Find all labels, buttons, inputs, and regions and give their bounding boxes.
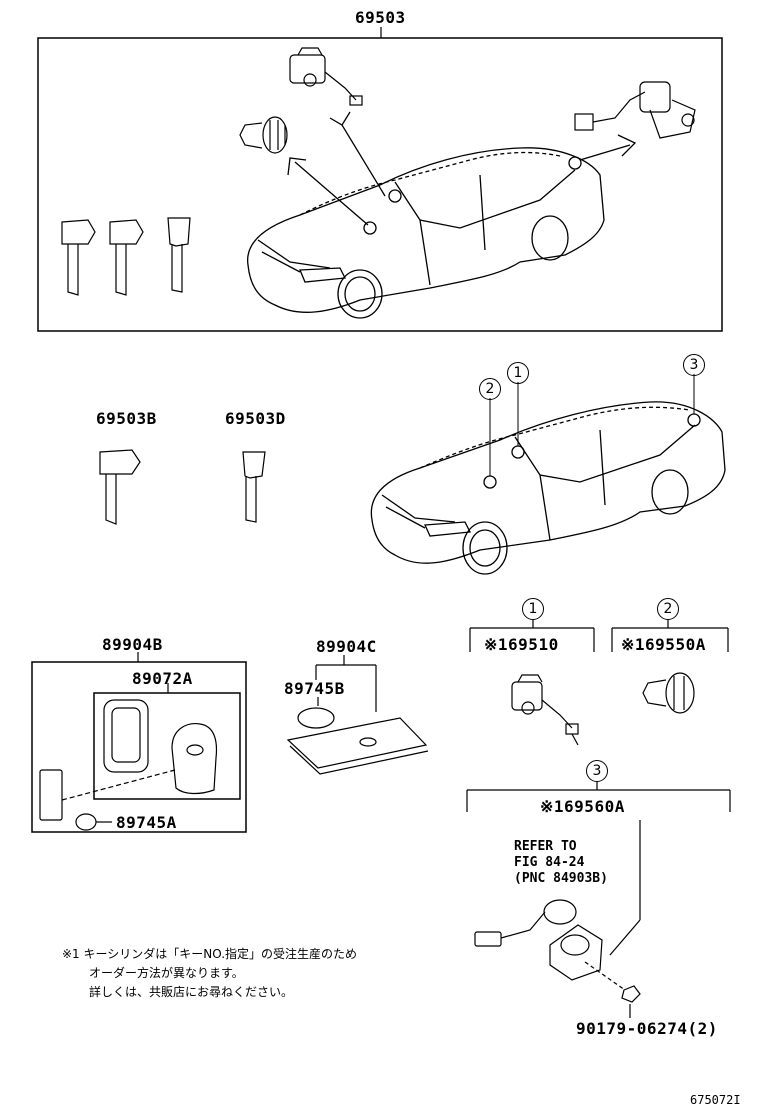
callout-3-car: 3 bbox=[683, 354, 705, 376]
part-label-screw: 90179-06274(2) bbox=[576, 1019, 718, 1038]
key-69503D-drawing bbox=[242, 451, 266, 523]
part-label-battery-b: 89745B bbox=[284, 679, 345, 698]
figure-id: 675072I bbox=[690, 1093, 741, 1107]
part-label-key-d: 69503D bbox=[225, 409, 286, 428]
callout-3-detail: 3 bbox=[586, 760, 608, 782]
part-label-card-key-set: 89904C bbox=[316, 637, 377, 656]
trunk-cylinder-group bbox=[466, 782, 731, 1018]
footnote-line3: 詳しくは、共販店にお尋ねください。 bbox=[89, 985, 294, 999]
glove-cylinder-top bbox=[239, 116, 288, 154]
callout-2-car: 2 bbox=[479, 378, 501, 400]
refer-note-line1: REFER TO bbox=[514, 839, 577, 854]
door-cylinder-group bbox=[469, 620, 595, 746]
part-label-key-b: 69503B bbox=[96, 409, 157, 428]
part-label-door-cylinder: ※169510 bbox=[484, 635, 559, 654]
part-label-glove-cylinder: ※169550A bbox=[621, 635, 706, 654]
ignition-cylinder-top bbox=[289, 47, 363, 106]
refer-note-line2: FIG 84-24 bbox=[514, 855, 585, 870]
callout-leaders bbox=[489, 374, 695, 476]
callout-1-car: 1 bbox=[507, 362, 529, 384]
key-69503B-drawing bbox=[99, 449, 141, 525]
main-set-frame bbox=[37, 37, 723, 332]
part-label-smart-key-set: 89904B bbox=[102, 635, 163, 654]
part-label-trunk-cylinder: ※169560A bbox=[540, 797, 625, 816]
part-label-battery-a: 89745A bbox=[116, 813, 177, 832]
part-label-transmitter: 89072A bbox=[132, 669, 193, 688]
trunk-cylinder-top bbox=[574, 81, 696, 139]
footnote-line1: ※1 キーシリンダは「キーNO.指定」の受注生産のため bbox=[62, 947, 358, 961]
part-label-main-set: 69503 bbox=[355, 8, 406, 27]
keys-top bbox=[61, 217, 191, 296]
glove-cylinder-group bbox=[611, 620, 729, 714]
smart-key-drawing bbox=[39, 699, 218, 831]
arrows-top bbox=[287, 111, 637, 226]
callout-2-detail: 2 bbox=[657, 598, 679, 620]
card-key-drawing bbox=[286, 655, 429, 775]
car-illustration-top bbox=[246, 147, 605, 319]
car-illustration-middle bbox=[370, 401, 726, 575]
refer-note-line3: (PNC 84903B) bbox=[514, 871, 608, 886]
smart-key-set-frame bbox=[31, 661, 247, 833]
callout-1-detail: 1 bbox=[522, 598, 544, 620]
transmitter-frame bbox=[93, 692, 241, 800]
footnote-line2: オーダー方法が異なります。 bbox=[89, 966, 244, 980]
